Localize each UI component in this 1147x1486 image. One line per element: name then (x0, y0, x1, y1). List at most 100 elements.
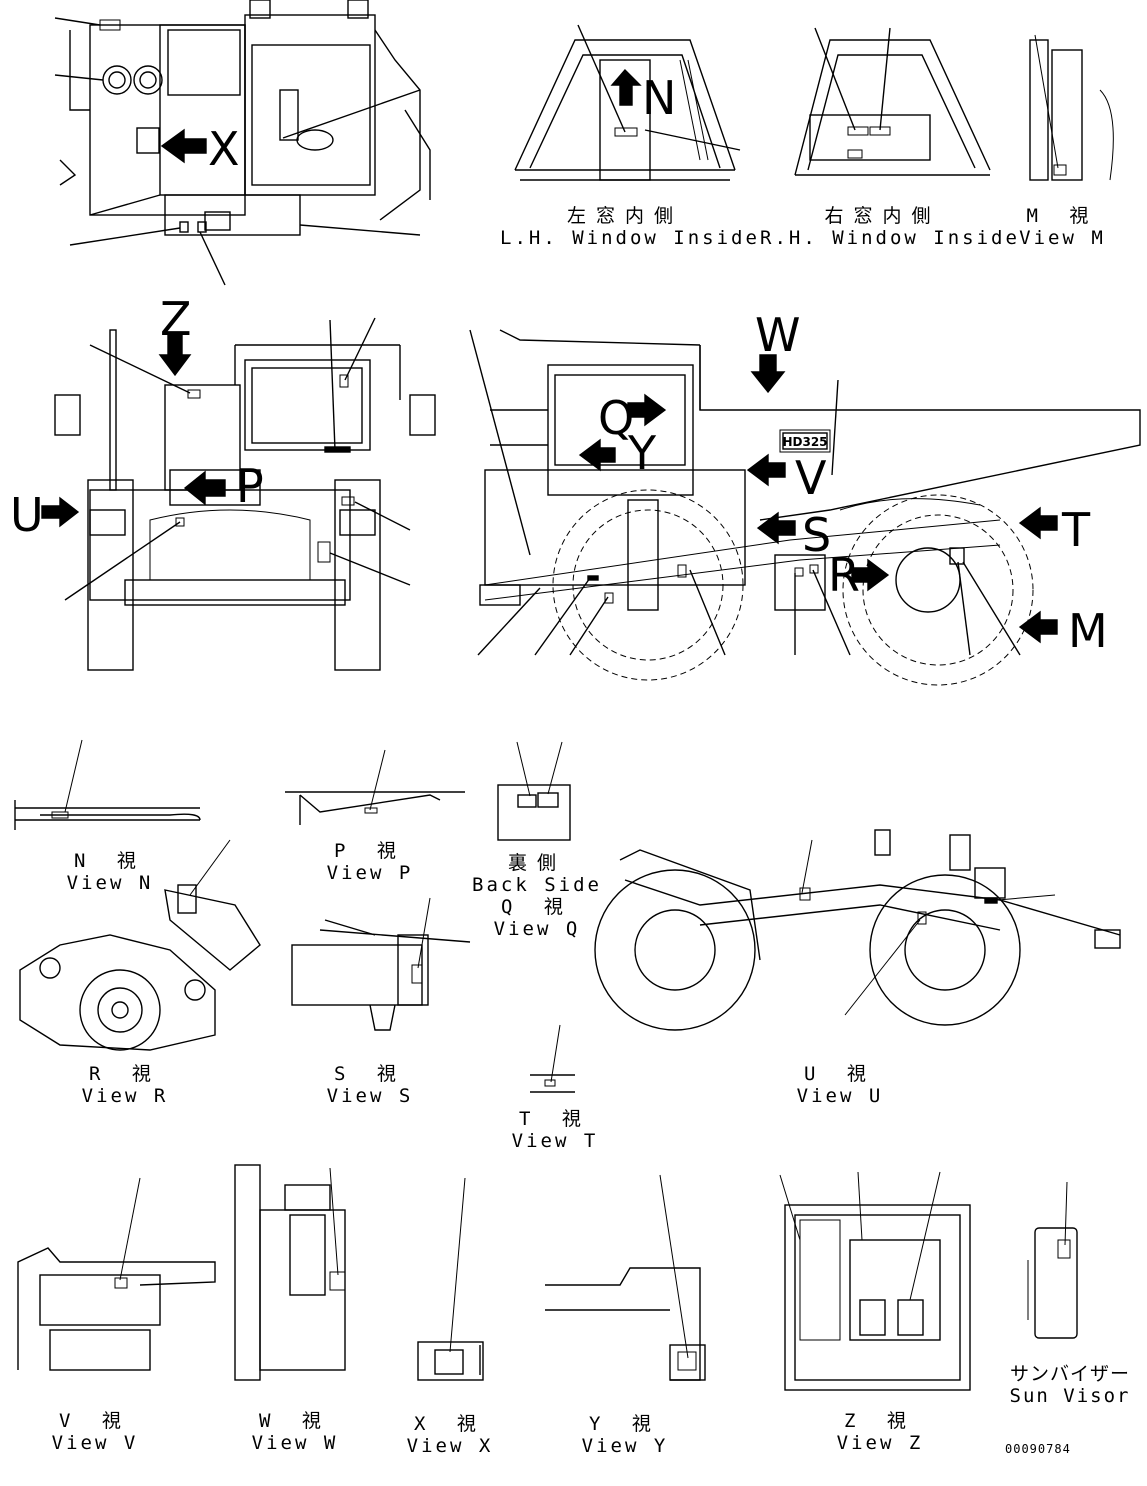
caption-view-n: N 視 View N (55, 850, 165, 894)
caption-sun-visor-en: Sun Visor (1009, 1385, 1131, 1407)
arrow-label-p: P (236, 459, 264, 513)
arrow-label-z: Z (160, 292, 192, 346)
caption-back-side-jp: 裏側 (507, 852, 566, 874)
leader-lines-rh-window (814, 27, 891, 131)
arrow-label-u: U (10, 488, 44, 542)
leader-lines-lh-window (577, 24, 741, 151)
arrow-r (851, 558, 890, 592)
caption-view-p-en: View P (326, 862, 414, 884)
drawing-code: 00090784 (1005, 1442, 1071, 1456)
view-r-detail (19, 839, 261, 1051)
model-badge: HD325 (782, 432, 828, 450)
caption-view-s: S 視 View S (315, 1063, 425, 1107)
arrow-label-s: S (802, 508, 832, 562)
leader-lines-side-view (469, 329, 1021, 656)
caption-view-m-en: View M (1019, 227, 1106, 249)
view-q-detail (497, 741, 571, 841)
sun-visor-detail (1027, 1181, 1078, 1339)
arrow-t (1018, 506, 1058, 540)
view-y-detail (545, 1174, 706, 1381)
view-x-detail (417, 1177, 484, 1381)
arrow-label-q: Q (598, 391, 635, 445)
arrow-label-y: Y (628, 426, 657, 480)
caption-view-v-jp: V 視 (59, 1410, 131, 1432)
model-badge-text: HD325 (782, 435, 827, 449)
leader-lines-top-left (54, 17, 421, 286)
arrow-u (41, 496, 80, 528)
arrow-label-n: N (642, 71, 677, 125)
view-z-detail (779, 1171, 971, 1391)
caption-view-v-en: View V (51, 1432, 139, 1454)
arrow-label-t: T (1062, 503, 1091, 557)
caption-view-t-en: View T (511, 1130, 599, 1152)
caption-back-side-en: Back Side (472, 874, 602, 896)
caption-view-s-en: View S (326, 1085, 414, 1107)
caption-view-p: P 視 View P (315, 840, 425, 884)
caption-view-m: M 視 View M (1015, 205, 1110, 249)
caption-lh-window-jp: 左窓内側 (566, 205, 683, 227)
caption-view-t: T 視 View T (500, 1108, 610, 1152)
caption-view-r-jp: R 視 (89, 1063, 161, 1085)
arrow-y (578, 438, 616, 472)
caption-view-q-jp: Q 視 (501, 896, 573, 918)
caption-view-x-en: View X (406, 1435, 494, 1457)
caption-view-y-jp: Y 視 (589, 1413, 661, 1435)
caption-rh-window-en: R.H. Window Inside (760, 227, 1020, 249)
arrow-label-w: W (755, 308, 801, 362)
view-s-detail (291, 897, 471, 1031)
arrow-label-v: V (795, 451, 827, 505)
caption-lh-window: 左窓内側 L.H. Window Inside (500, 205, 757, 249)
caption-view-r-en: View R (81, 1085, 169, 1107)
caption-view-u-jp: U 視 (804, 1063, 876, 1085)
cab-top-detail (59, 0, 431, 236)
caption-view-x-jp: X 視 (414, 1413, 486, 1435)
caption-view-u: U 視 View U (785, 1063, 895, 1107)
caption-view-v: V 視 View V (40, 1410, 150, 1454)
arrow-label-r: R (828, 548, 860, 602)
arrow-v (746, 453, 786, 487)
caption-view-q: 裏側 Back Side Q 視 View Q (472, 852, 602, 940)
arrow-p (183, 470, 226, 506)
caption-sun-visor: サンバイザー Sun Visor (1005, 1363, 1135, 1407)
arrow-w (750, 354, 786, 394)
side-view-truck (479, 329, 1141, 686)
rh-window-frame (794, 39, 991, 176)
caption-lh-window-en: L.H. Window Inside (500, 227, 760, 249)
caption-view-x: X 視 View X (395, 1413, 505, 1457)
view-p-detail (285, 749, 465, 825)
caption-view-r: R 視 View R (70, 1063, 180, 1107)
arrow-q (627, 393, 667, 427)
lh-window-frame (514, 39, 736, 181)
arrow-n (610, 68, 642, 106)
arrow-m (1018, 610, 1058, 644)
caption-view-w-en: View W (251, 1432, 339, 1454)
view-v-detail (17, 1177, 216, 1371)
leader-lines-front-view (64, 317, 411, 601)
view-t-detail (530, 1024, 575, 1093)
caption-view-u-en: View U (796, 1085, 884, 1107)
view-m-detail (1029, 34, 1114, 181)
arrow-label-x: X (208, 122, 240, 176)
caption-view-m-jp: M 視 (1026, 205, 1099, 227)
caption-view-y-en: View Y (581, 1435, 669, 1457)
view-u-detail (594, 829, 1121, 1031)
caption-view-w-jp: W 視 (259, 1410, 331, 1432)
arrow-s (756, 511, 796, 545)
view-w-detail (234, 1164, 346, 1381)
caption-view-z: Z 視 View Z (825, 1410, 935, 1454)
caption-view-q-en: View Q (493, 918, 581, 940)
view-n-detail (14, 739, 201, 830)
caption-view-t-jp: T 視 (519, 1108, 591, 1130)
caption-view-n-en: View N (66, 872, 154, 894)
caption-view-y: Y 視 View Y (570, 1413, 680, 1457)
arrow-x (160, 128, 207, 164)
caption-sun-visor-jp: サンバイザー (1009, 1363, 1130, 1385)
arrow-label-m: M (1068, 604, 1108, 658)
caption-view-s-jp: S 視 (334, 1063, 406, 1085)
caption-view-p-jp: P 視 (334, 840, 406, 862)
arrow-z (158, 334, 192, 377)
caption-view-w: W 視 View W (240, 1410, 350, 1454)
caption-view-n-jp: N 視 (74, 850, 146, 872)
caption-view-z-en: View Z (836, 1432, 924, 1454)
